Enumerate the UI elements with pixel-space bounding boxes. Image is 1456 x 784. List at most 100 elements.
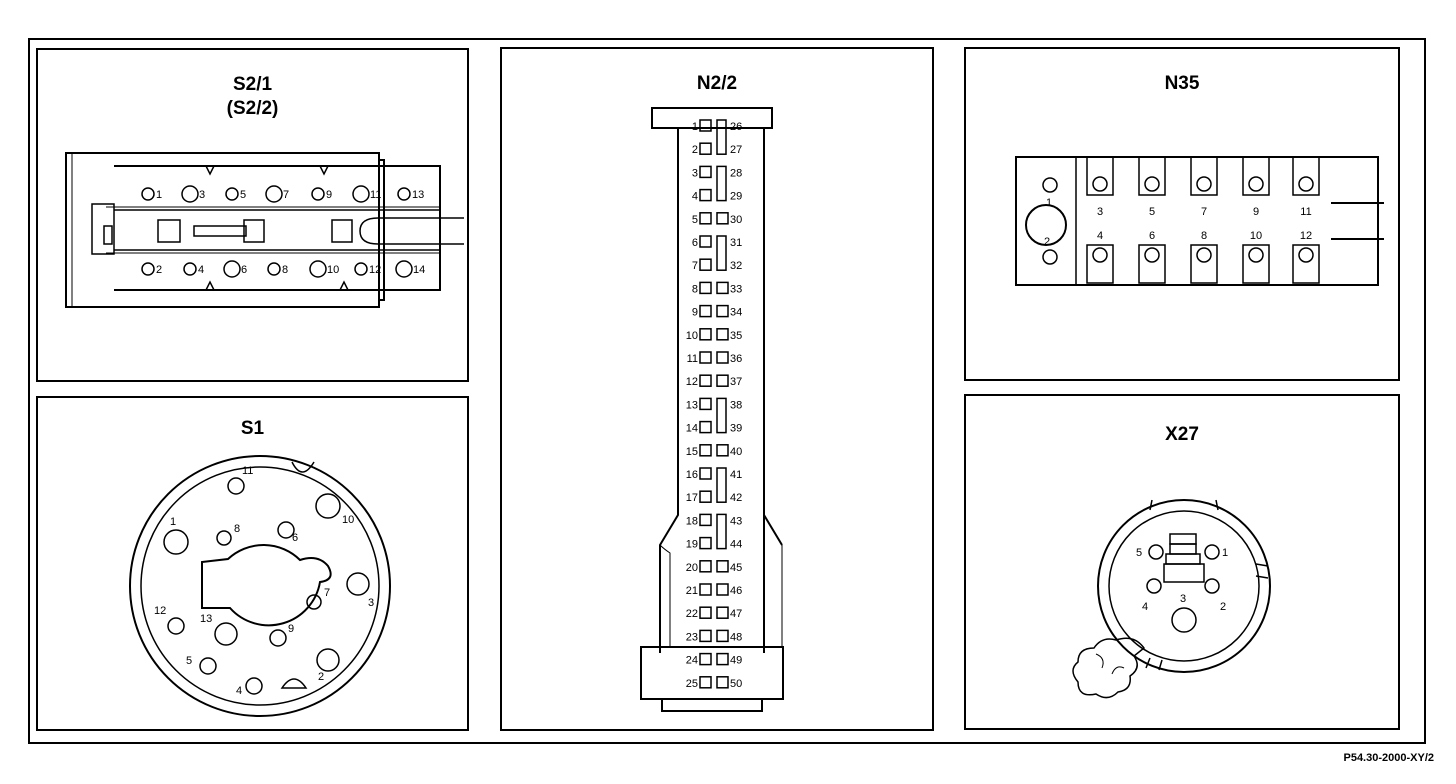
pin-hole [267,262,281,276]
pin-cavity [699,212,712,225]
pin-hole [183,262,197,276]
pin-cavity [1242,156,1270,196]
pin-cavity [716,652,729,666]
pin-label: 4 [1142,601,1148,613]
pin-label: 2 [692,144,698,156]
pin-cavity [1292,156,1320,196]
pin-label: 8 [282,264,288,276]
pin-label: 4 [1097,230,1103,242]
pin-hole [269,629,287,647]
pin-hole [1144,176,1160,192]
pin-cavity [699,119,712,132]
pin-label: 1 [1222,547,1228,559]
pin-cavity [699,351,712,364]
pin-label: 6 [692,237,698,249]
pin-label: 9 [288,623,294,635]
pin-hole [265,185,283,203]
pin-hole [163,529,189,555]
pin-cavity [699,142,712,155]
pin-cavity [699,444,712,457]
pin-cavity [716,397,727,434]
pin-label: 36 [730,353,742,365]
pin-cavity [699,560,712,573]
pin-cavity [699,165,712,179]
pin-hole [306,594,322,610]
pin-label: 14 [413,264,425,276]
pin-label: 39 [730,423,742,435]
pin-cavity [716,119,727,155]
pin-label: 16 [686,469,698,481]
pin-hole [354,262,368,276]
pin-label: 48 [730,631,742,643]
pin-label: 10 [686,330,698,342]
pin-label: 4 [198,264,204,276]
pin-label: 17 [686,492,698,504]
s1-title: S1 [240,418,265,439]
pin-label: 4 [236,685,242,697]
pin-label: 23 [686,631,698,643]
pin-hole [311,187,325,201]
pin-hole [352,185,370,203]
pin-hole [1042,177,1058,193]
pin-label: 26 [730,121,742,133]
pin-hole [1298,247,1314,263]
pin-hole [1248,176,1264,192]
pin-label: 1 [1046,197,1052,209]
pin-label: 6 [1149,230,1155,242]
pin-label: 30 [730,214,742,226]
pin-label: 8 [1201,230,1207,242]
pin-label: 12 [154,605,166,617]
pin-label: 37 [730,376,742,388]
pin-cavity [716,560,729,573]
pin-cavity [1292,244,1320,284]
pin-hole [216,530,232,546]
pin-label: 9 [692,307,698,319]
pin-hole [346,572,370,596]
pin-cavity [1138,156,1166,196]
pin-label: 50 [730,678,742,690]
pin-label: 42 [730,492,742,504]
pin-label: 31 [730,237,742,249]
pin-cavity [716,281,729,295]
pin-cavity [699,281,712,295]
pin-hole [214,622,238,646]
pin-cavity [716,351,729,364]
pin-label: 21 [686,585,698,597]
pin-cavity [699,374,712,387]
pin-hole [315,493,341,519]
pin-label: 6 [241,264,247,276]
key-notch [280,678,308,689]
pin-cavity [1138,244,1166,284]
pin-cavity [699,652,712,666]
pin-cavity [716,467,727,503]
pin-cavity [1086,244,1114,284]
pin-cavity [699,467,712,480]
pin-label: 4 [692,191,698,203]
pin-hole [141,262,155,276]
pin-label: 12 [369,264,381,276]
pin-hole [1196,176,1212,192]
pin-label: 6 [292,532,298,544]
pin-cavity [699,583,712,596]
pin-label: 3 [1180,593,1186,605]
pin-hole [1196,247,1212,263]
pin-cavity [699,676,712,689]
pin-cavity [716,606,729,619]
pin-label: 33 [730,283,742,295]
pin-cavity [699,188,712,202]
pin-hole [1148,544,1164,560]
pin-hole [199,657,217,675]
pin-cavity [716,235,727,271]
figure-reference: P54.30-2000-XY/2 [1343,752,1434,764]
pin-label: 11 [242,465,253,477]
pin-cavity [699,258,712,271]
pin-hole [1298,176,1314,192]
pin-label: 22 [686,608,698,620]
pin-label: 10 [1250,230,1262,242]
pin-label: 10 [342,514,354,526]
pin-label: 11 [687,353,698,365]
